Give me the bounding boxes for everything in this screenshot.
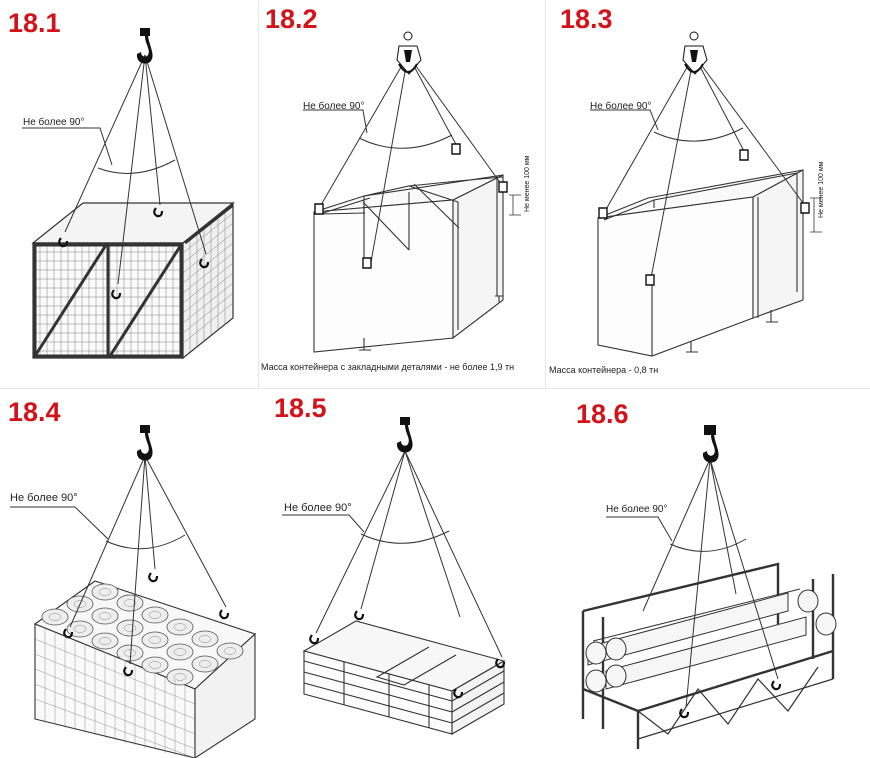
panel-18-5: 18.5 Не более 90° <box>264 389 556 758</box>
angle-label: Не более 90° <box>284 502 352 514</box>
divider-vertical-2 <box>545 0 546 388</box>
crane-hook-icon <box>136 425 153 461</box>
angle-label: Не более 90° <box>303 101 365 112</box>
scheme-stacked-boards <box>282 417 506 735</box>
rolls <box>41 583 244 686</box>
divider-vertical-1 <box>258 0 259 388</box>
angle-label: Не более 90° <box>23 117 85 128</box>
scheme-crate-mesh <box>22 28 235 360</box>
panel-number: 18.5 <box>274 393 327 423</box>
angle-label: Не более 90° <box>590 101 652 112</box>
clearance-label: Не менее 100 мм <box>818 161 825 218</box>
panel-number: 18.6 <box>576 399 629 429</box>
crane-hook-icon <box>136 28 153 64</box>
caption: Масса контейнера - 0,8 тн <box>549 365 659 375</box>
angle-label: Не более 90° <box>606 504 668 515</box>
panel-18-4: 18.4 <box>0 389 262 758</box>
panel-number: 18.2 <box>265 4 318 34</box>
clearance-label: Не менее 100 мм <box>524 155 531 212</box>
scheme-container-empty <box>590 31 822 357</box>
scheme-rolls-in-mesh <box>10 425 257 758</box>
crane-hook-icon <box>682 31 708 75</box>
panel-number: 18.3 <box>560 4 613 34</box>
caption: Масса контейнера с закладными деталями -… <box>261 362 515 372</box>
panel-18-2: 18.2 <box>259 0 545 388</box>
divider-horizontal <box>0 388 870 389</box>
panel-18-6: 18.6 <box>558 389 870 758</box>
crane-hook-icon <box>702 425 719 463</box>
crane-hook-icon <box>396 31 422 75</box>
panel-number: 18.4 <box>8 397 61 427</box>
panel-18-3: 18.3 Не более 90 <box>546 0 870 388</box>
panel-number: 18.1 <box>8 8 61 38</box>
crane-hook-icon <box>396 417 413 453</box>
angle-label: Не более 90° <box>10 492 78 504</box>
scheme-container-with-partitions <box>303 31 521 353</box>
scheme-pipes-in-cassette <box>581 425 837 749</box>
panel-18-1: 18.1 <box>0 0 258 388</box>
